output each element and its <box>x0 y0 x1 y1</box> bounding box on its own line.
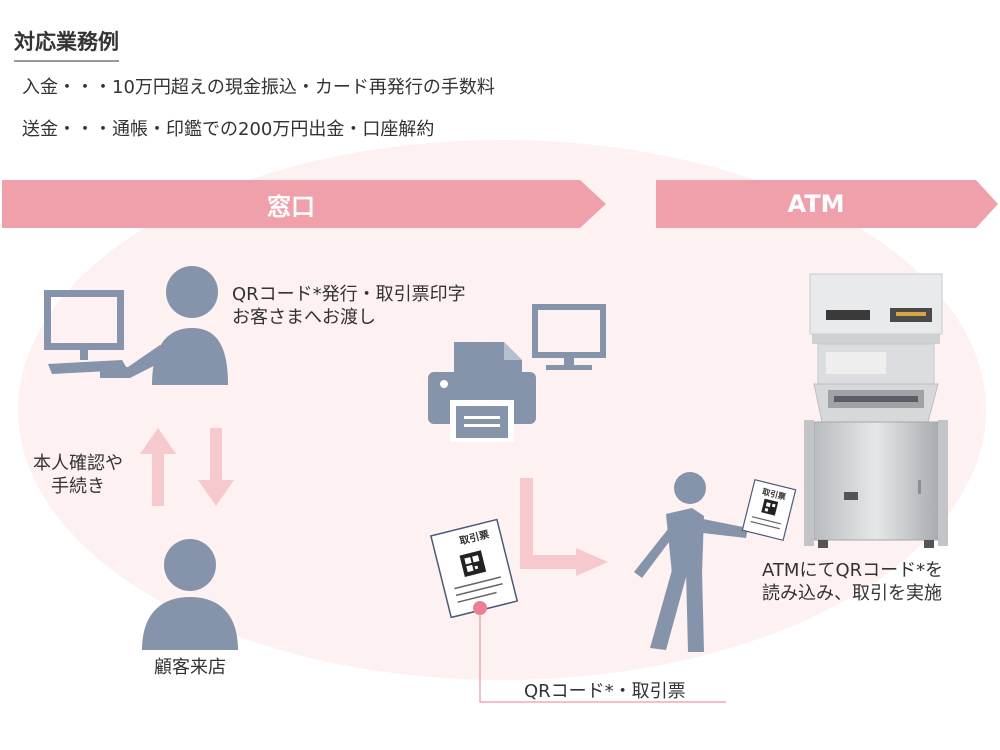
band-arrows <box>2 180 998 228</box>
counter-band <box>2 180 606 228</box>
identity-caption-line-1: 本人確認や <box>33 453 123 474</box>
counter-caption-line-2: お客さまへお渡し <box>232 307 376 328</box>
counter-caption-line-1: QRコード*発行・取引票印字 <box>232 284 466 305</box>
exchange-arrows <box>140 428 234 506</box>
printer-illustration <box>428 304 606 442</box>
staff-illustration <box>44 266 228 385</box>
ticket-caption: QRコード*・取引票 <box>524 681 686 702</box>
monitor-icon <box>532 304 606 370</box>
section-title: 対応業務例 <box>14 26 119 62</box>
walking-person-icon <box>634 472 748 652</box>
held-ticket-illustration <box>741 478 797 542</box>
atm-caption-line-2: 読み込み、取引を実施 <box>762 583 942 604</box>
atm-band-label: ATM <box>787 190 845 218</box>
qr-code-icon <box>459 550 487 577</box>
atm-caption: ATMにてQRコード*を 読み込み、取引を実施 <box>762 559 943 605</box>
staff-person-icon <box>100 266 228 385</box>
monitor-icon <box>44 290 128 374</box>
qr-code-icon <box>761 498 779 516</box>
atm-band <box>656 180 998 228</box>
handover-arrow <box>520 478 608 576</box>
counter-band-label: 窓口 <box>267 192 315 221</box>
ticket-leader <box>473 601 726 703</box>
customer-person-icon <box>142 539 238 650</box>
identity-caption-line-2: 手続き <box>51 476 105 497</box>
identity-caption: 本人確認や 手続き <box>18 452 138 498</box>
counter-caption: QRコード*発行・取引票印字 お客さまへお渡し <box>232 283 466 329</box>
customer-caption: 顧客来店 <box>154 657 226 678</box>
atm-caption-line-1: ATMにてQRコード*を <box>762 560 944 581</box>
atm-machine-illustration <box>804 273 948 548</box>
deposit-line: 入金・・・10万円超えの現金振込・カード再発行の手数料 <box>22 77 495 98</box>
ticket-illustration <box>429 518 519 618</box>
transfer-line: 送金・・・通帳・印鑑での200万円出金・口座解約 <box>22 119 435 140</box>
printer-icon <box>428 342 536 442</box>
down-arrow <box>198 428 234 506</box>
up-arrow <box>140 428 176 506</box>
